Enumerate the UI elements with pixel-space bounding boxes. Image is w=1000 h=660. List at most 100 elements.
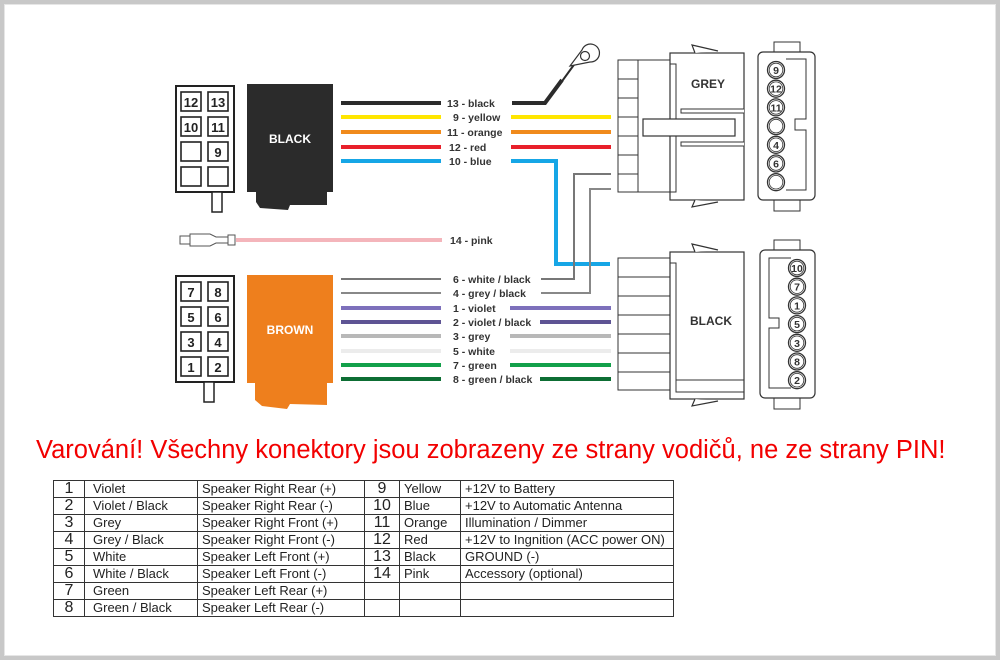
iso-brown-label: BROWN	[267, 323, 314, 337]
pin-circle	[766, 154, 786, 173]
pin-circle	[787, 314, 807, 334]
iso-black-label: BLACK	[269, 132, 311, 146]
wire-label: 3 - grey	[453, 331, 491, 343]
pin-cell	[180, 91, 202, 112]
pink-wire: 14 - pink	[179, 233, 493, 247]
pin-number: 3	[53, 514, 85, 532]
pin-number: 12	[184, 95, 198, 110]
pin-number: 10	[791, 263, 803, 275]
pin-function: Speaker Right Rear (+)	[197, 480, 365, 498]
wire-color: White	[84, 548, 198, 566]
pin-function: Speaker Left Rear (+)	[197, 582, 365, 600]
pin-function	[460, 599, 674, 617]
pin-number: 11	[364, 514, 400, 532]
wire-color: Blue	[399, 497, 461, 515]
wire-color: Pink	[399, 565, 461, 583]
pin-function: GROUND (-)	[460, 548, 674, 566]
wire-label: 10 - blue	[449, 156, 492, 168]
pin-number: 6	[53, 565, 85, 583]
wire-label: 5 - white	[453, 346, 495, 358]
pin-circle	[787, 258, 807, 278]
wire-color: Orange	[399, 514, 461, 532]
wire-label: 12 - red	[449, 142, 486, 154]
pin-cell	[180, 166, 202, 187]
pin-cell	[207, 91, 229, 112]
pin-circle	[787, 277, 807, 296]
pin-number: 6	[773, 159, 779, 171]
pin-number: 1	[53, 480, 85, 498]
pin-cell	[180, 331, 202, 352]
pin-number: 7	[53, 582, 85, 600]
pin-function: +12V to Battery	[460, 480, 674, 498]
spade-connector-icon	[179, 233, 236, 247]
pin-number: 3	[187, 335, 194, 350]
warning-text: Varování! Všechny konektory jsou zobraze…	[36, 436, 946, 464]
pin-function: Accessory (optional)	[460, 565, 674, 583]
pin-circle	[766, 60, 786, 80]
pin-number: 12	[770, 84, 782, 96]
pin-circle	[787, 333, 807, 352]
ground-ring-terminal-icon	[512, 43, 601, 105]
pin-function: Speaker Right Front (+)	[197, 514, 365, 532]
pin-number: 4	[53, 531, 85, 549]
pin-circle	[766, 173, 786, 192]
pin-number	[364, 582, 400, 600]
pin-circle	[787, 352, 807, 371]
radio-grey-connector: GREY	[617, 44, 745, 208]
pin-cell	[207, 281, 229, 302]
pin-function: Speaker Left Front (-)	[197, 565, 365, 583]
pin-number: 8	[214, 285, 221, 300]
pin-cell	[180, 281, 202, 302]
pin-function: Speaker Right Rear (-)	[197, 497, 365, 515]
pin-number: 1	[794, 300, 800, 312]
pin-cell	[207, 141, 229, 162]
wire-color: Grey / Black	[84, 531, 198, 549]
radio-black-connector-face: 10 7 1 5 3 8 2	[759, 239, 816, 410]
wire-label: 9 - yellow	[453, 112, 501, 124]
pin-number: 13	[364, 548, 400, 566]
pin-number: 12	[364, 531, 400, 549]
pin-number: 8	[53, 599, 85, 617]
pin-circle	[787, 296, 807, 315]
iso-black-housing: BLACK	[247, 84, 333, 210]
pin-number: 7	[794, 282, 800, 294]
pin-number: 10	[184, 120, 198, 135]
wire-label: 11 - orange	[447, 127, 503, 139]
iso-brown-housing: BROWN	[247, 275, 333, 409]
wire-label: 6 - white / black	[453, 274, 531, 286]
pin-cell	[207, 356, 229, 377]
wire-label: 7 - green	[453, 360, 497, 372]
pin-circle	[787, 371, 807, 390]
wire-color: Black	[399, 548, 461, 566]
pin-number: 8	[794, 357, 800, 369]
pin-number: 5	[794, 319, 800, 331]
pin-circle	[766, 98, 786, 117]
pin-cell	[180, 141, 202, 162]
pin-circle	[766, 116, 786, 136]
pin-number: 5	[187, 310, 194, 325]
pin-number: 2	[794, 375, 800, 387]
wire-color: Grey	[84, 514, 198, 532]
wire-color: Violet	[84, 480, 198, 498]
pin-number: 4	[214, 335, 222, 350]
pin-number: 3	[794, 338, 800, 350]
wire-color	[399, 599, 461, 617]
wire-color: Red	[399, 531, 461, 549]
pin-number: 9	[214, 145, 221, 160]
pin-cell	[180, 356, 202, 377]
wire-color: Green	[84, 582, 198, 600]
pin-function: Speaker Left Front (+)	[197, 548, 365, 566]
wire-color: White / Black	[84, 565, 198, 583]
wire-color: Yellow	[399, 480, 461, 498]
pin-cell	[207, 166, 229, 187]
pin-number: 11	[211, 120, 225, 135]
radio-black-connector: BLACK	[617, 243, 745, 407]
pin-number: 9	[773, 65, 779, 77]
